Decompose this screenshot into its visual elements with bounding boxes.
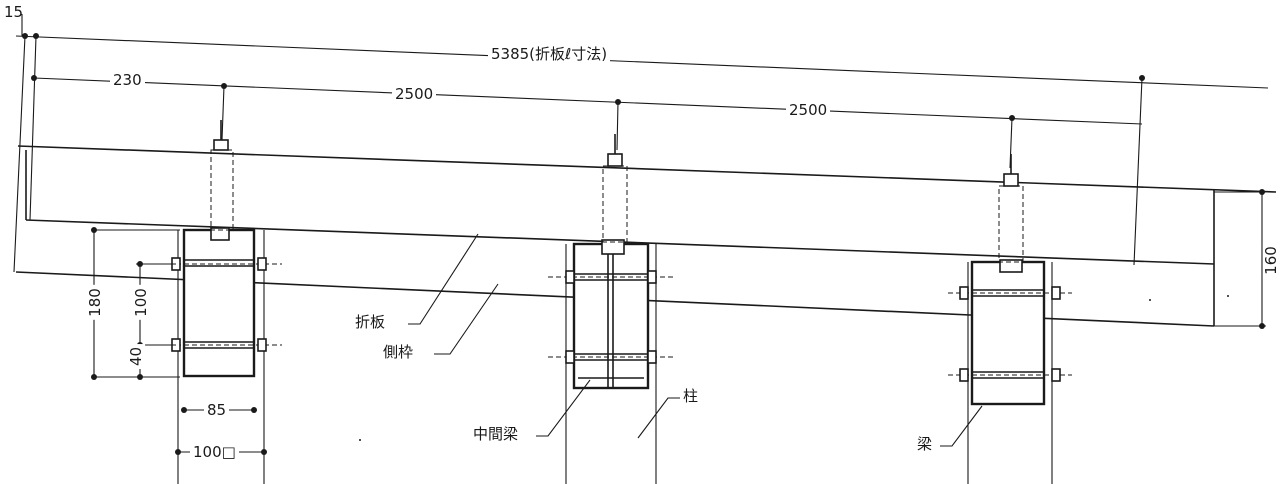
clip-fitting bbox=[999, 259, 1023, 273]
bolt-head bbox=[565, 350, 575, 364]
intermediate-beam-label: 中間梁 bbox=[470, 426, 522, 443]
bolt-sleeve bbox=[998, 185, 1024, 263]
span-dimension-line bbox=[33, 77, 1143, 125]
speck bbox=[359, 439, 361, 441]
dimension-point bbox=[1259, 189, 1265, 195]
beam-width-label: 85 bbox=[204, 402, 230, 419]
clip-fitting bbox=[210, 227, 230, 241]
column-size-label: 100□ bbox=[190, 444, 239, 461]
dimension-point bbox=[137, 261, 143, 267]
dimension-point bbox=[181, 407, 187, 413]
dimension-point bbox=[91, 227, 97, 233]
bolt-pitch-label: 100 bbox=[132, 285, 150, 320]
bolt-head bbox=[565, 270, 575, 284]
offset-dimension-label: 15 bbox=[4, 3, 24, 21]
bolt-edge-label: 40 bbox=[127, 343, 146, 370]
dimension-point bbox=[251, 407, 257, 413]
leader-column bbox=[637, 397, 680, 439]
end-span-label: 230 bbox=[110, 72, 145, 89]
bolt-head bbox=[1051, 368, 1061, 382]
bolt-nut bbox=[213, 139, 229, 151]
bolt-sleeve bbox=[602, 165, 628, 243]
column-left bbox=[91, 120, 282, 484]
extension-line bbox=[221, 85, 225, 141]
panel-height-label: 160 bbox=[1262, 243, 1280, 278]
bolt-head bbox=[647, 270, 657, 284]
column-middle bbox=[548, 134, 676, 484]
column-label: 柱 bbox=[680, 388, 702, 405]
leader-beam bbox=[940, 405, 983, 447]
bolt-nut bbox=[607, 153, 623, 167]
speck bbox=[1149, 299, 1151, 301]
extension-line bbox=[13, 35, 26, 273]
leader-intermediate-beam bbox=[536, 379, 591, 437]
leader-side-frame bbox=[434, 283, 499, 355]
overall-dimension-line bbox=[15, 35, 1269, 89]
dimension-point bbox=[175, 449, 181, 455]
bolt-head bbox=[647, 350, 657, 364]
dimension-point bbox=[31, 75, 37, 81]
beam-section bbox=[970, 260, 1046, 406]
bolt-head bbox=[257, 338, 267, 352]
column-right bbox=[948, 154, 1072, 484]
beam-section bbox=[572, 242, 650, 390]
beam-label: 梁 bbox=[914, 436, 936, 453]
bolt-head bbox=[959, 368, 969, 382]
column-face-label: 180 bbox=[86, 285, 104, 320]
bolt-sleeve bbox=[210, 149, 234, 231]
dimension-lines bbox=[13, 14, 1269, 273]
dimension-point bbox=[137, 374, 143, 380]
bolt-nut bbox=[1003, 173, 1019, 187]
folded-plate-label: 折板 bbox=[352, 314, 389, 331]
bolt-head bbox=[959, 286, 969, 300]
clip-fitting bbox=[601, 239, 625, 255]
leader-lines bbox=[408, 233, 983, 447]
speck bbox=[1227, 295, 1229, 297]
panel-top-edge bbox=[17, 145, 1277, 193]
side-frame-label: 側枠 bbox=[380, 344, 417, 361]
bolt-head bbox=[257, 257, 267, 271]
span-1-label: 2500 bbox=[392, 86, 437, 103]
span-2-label: 2500 bbox=[786, 102, 831, 119]
overall-length-label: 5385(折板ℓ寸法) bbox=[488, 46, 611, 63]
leader-folded-plate bbox=[408, 233, 479, 325]
bolt-head bbox=[1051, 286, 1061, 300]
beam-section bbox=[182, 228, 256, 378]
dimension-point bbox=[91, 374, 97, 380]
extension-line bbox=[29, 35, 37, 221]
extension-line bbox=[616, 101, 619, 151]
extension-line bbox=[1133, 77, 1143, 266]
dimension-point bbox=[261, 449, 267, 455]
dimension-point bbox=[1259, 323, 1265, 329]
